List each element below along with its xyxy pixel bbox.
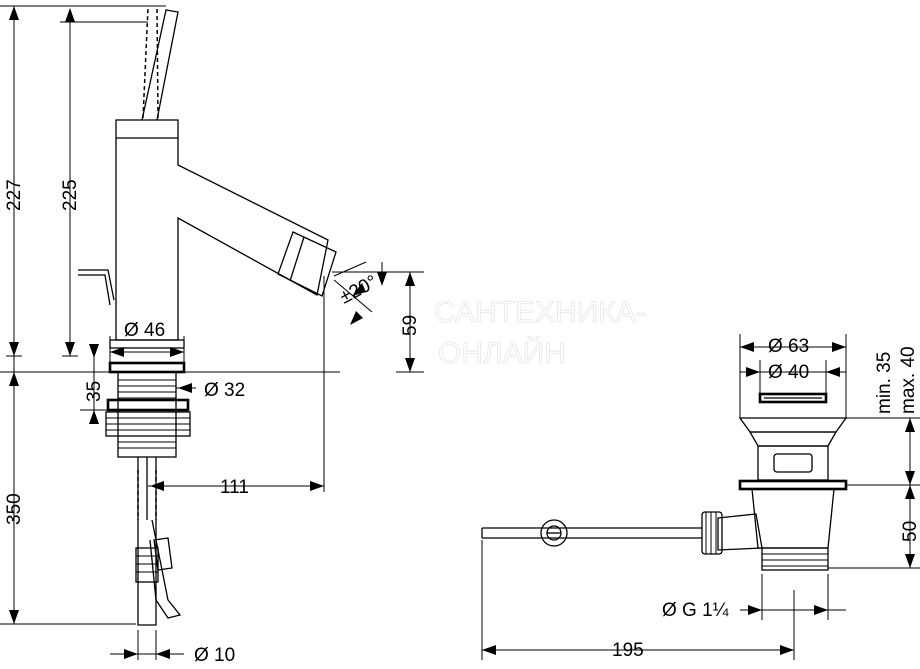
- dim-35-label: 35: [84, 381, 105, 402]
- waste-nut: [738, 479, 848, 491]
- popup-lever: [78, 269, 115, 306]
- dim-50-label: 50: [900, 521, 920, 542]
- faucet-spout-nozzle: [277, 231, 337, 297]
- watermark: САНТЕХНИКА- ОНЛАЙН: [434, 296, 647, 371]
- dim-111-label: 111: [220, 477, 249, 498]
- dim-diameter-63-label: Ø 63: [768, 336, 809, 357]
- waste-tailpiece: [761, 547, 829, 571]
- waste-side-connector: [717, 513, 763, 551]
- rod-knob: [540, 519, 568, 547]
- dim-min-35-label: min. 35: [874, 352, 895, 414]
- faucet-lever: [141, 9, 179, 121]
- dim-350-label: 350: [4, 493, 25, 525]
- watermark-line-1: САНТЕХНИКА-: [434, 296, 646, 329]
- threaded-shank: [117, 371, 177, 458]
- waste-body: [757, 445, 829, 481]
- faucet-body: [115, 119, 329, 341]
- watermark-line-2: ОНЛАЙН: [438, 336, 566, 370]
- waste-drawing: [481, 392, 848, 571]
- dim-195-label: 195: [612, 640, 644, 661]
- base-flange: [109, 339, 185, 349]
- dim-thread-g-label: Ø G 1¼: [662, 600, 730, 621]
- waste-dimensions: Ø 63 Ø 40 min. 35 max. 40 50 Ø G 1¼ 195: [481, 334, 920, 661]
- waste-flange: [738, 417, 848, 433]
- supply-hoses: [135, 457, 182, 626]
- faucet-drawing: [78, 7, 337, 626]
- dim-angle-label: ±20°: [336, 271, 380, 308]
- dim-59-label: 59: [400, 315, 421, 336]
- dim-diameter-10-label: Ø 10: [194, 645, 235, 666]
- dim-227-label: 227: [4, 179, 25, 211]
- dim-max-40-label: max. 40: [898, 346, 919, 414]
- dim-diameter-40-label: Ø 40: [768, 362, 809, 383]
- faucet-dimensions: 227 225 350 35 Ø 46 Ø 32 111: [0, 5, 424, 666]
- dim-225-label: 225: [60, 179, 81, 211]
- mounting-nut: [105, 398, 191, 437]
- pull-rod: [481, 527, 702, 539]
- dim-diameter-46-label: Ø 46: [124, 320, 165, 341]
- dim-diameter-32-label: Ø 32: [204, 380, 245, 401]
- waste-plug: [758, 392, 828, 404]
- faucet-lever-alt: [142, 7, 159, 119]
